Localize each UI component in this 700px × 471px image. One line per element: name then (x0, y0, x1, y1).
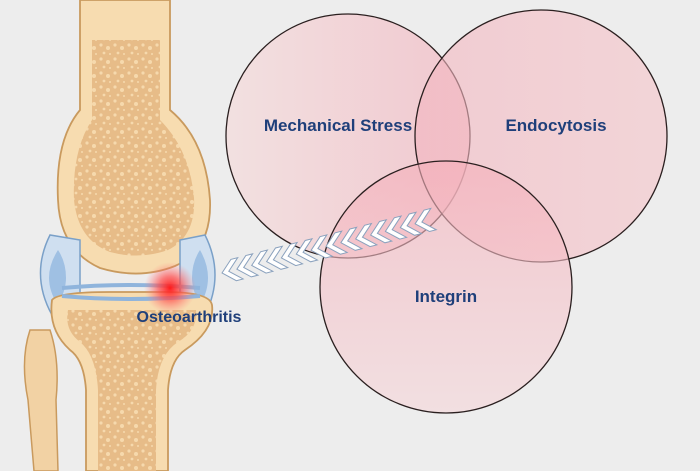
meniscus-left (49, 250, 66, 305)
arrow-chevrons-icon (221, 207, 438, 282)
arrow-chevron (236, 253, 260, 278)
arrow-chevron (265, 245, 290, 270)
arrow-chevron (384, 215, 408, 240)
label-integrin: Integrin (415, 287, 477, 306)
label-endocytosis: Endocytosis (505, 116, 606, 135)
meniscus-right (192, 250, 208, 305)
arrow-chevron (295, 237, 319, 263)
tibia-marrow (67, 310, 197, 471)
femur-marrow (73, 40, 195, 256)
knee-joint-icon (23, 0, 216, 471)
arrow-chevron (250, 249, 275, 274)
inflammation-spot-icon (144, 262, 196, 314)
arrow-chevron (414, 207, 438, 233)
arrow-chevron (280, 241, 304, 267)
label-mechanical-stress: Mechanical Stress (264, 116, 412, 135)
arrow-chevron (325, 230, 349, 255)
arrow-chevron (354, 222, 379, 248)
arrow-chevron (221, 256, 245, 282)
arrow-chevron (340, 226, 364, 251)
label-osteoarthritis: Osteoarthritis (137, 309, 242, 326)
fibula-bone (23, 329, 59, 471)
arrow-chevron (369, 218, 394, 244)
arrow-chevron (310, 234, 334, 259)
arrow-chevron (399, 211, 423, 236)
